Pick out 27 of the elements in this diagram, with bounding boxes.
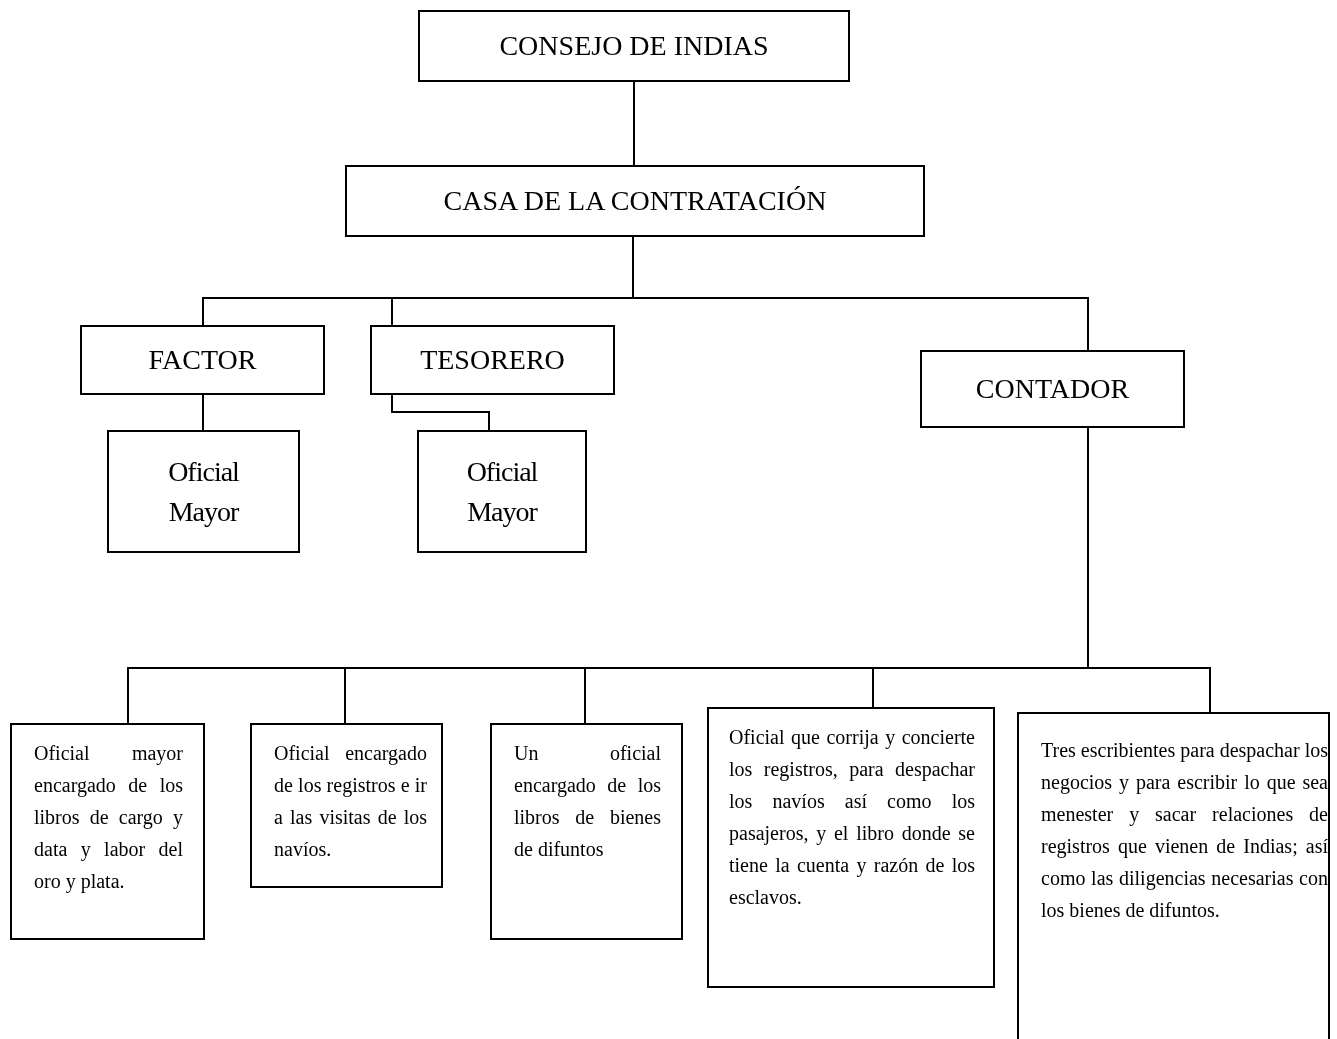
- description-text: Tres escribientes para despachar los negocios y para escribir lo que sea menester y sacar relaciones de registros que vienen de Indias; así como las diligencias necesarias con los bienes de difuntos.: [1041, 738, 1328, 923]
- description-text: Oficial mayor encargado de los libros de cargo y data y labor del oro y plata.: [34, 741, 183, 895]
- text-box: [490, 723, 683, 940]
- box-title: Oficial Mayor: [465, 455, 539, 529]
- org-box: [345, 165, 925, 237]
- org-box: [107, 430, 300, 553]
- description-text: Un oficial encargado de los libros de bienes de difuntos: [514, 741, 661, 862]
- connector-line: [391, 394, 490, 431]
- box-title: TESORERO: [420, 343, 565, 378]
- text-box: [1017, 712, 1330, 1039]
- org-box: [418, 10, 850, 82]
- description-text: Oficial que corrija y concierte los registros, para despachar los navíos así como los pasajeros, y el libro donde se tiene la cuenta y razón de los esclavos.: [729, 725, 975, 910]
- connector-line: [202, 394, 204, 431]
- org-box: [80, 325, 325, 395]
- box-title: CONSEJO DE INDIAS: [499, 29, 769, 64]
- text-box: [707, 707, 995, 988]
- org-box: [920, 350, 1185, 428]
- description-text: Oficial encargado de los registros e ir a las visitas de los navíos.: [274, 741, 427, 862]
- org-box: [417, 430, 587, 553]
- text-box: [10, 723, 205, 940]
- box-title: CONTADOR: [975, 372, 1130, 407]
- box-title: FACTOR: [148, 343, 257, 378]
- org-box: [370, 325, 615, 395]
- connector-line: [633, 81, 635, 166]
- box-title: CASA DE LA CONTRATACIÓN: [443, 184, 827, 219]
- text-box: [250, 723, 443, 888]
- box-title: Oficial Mayor: [167, 455, 240, 529]
